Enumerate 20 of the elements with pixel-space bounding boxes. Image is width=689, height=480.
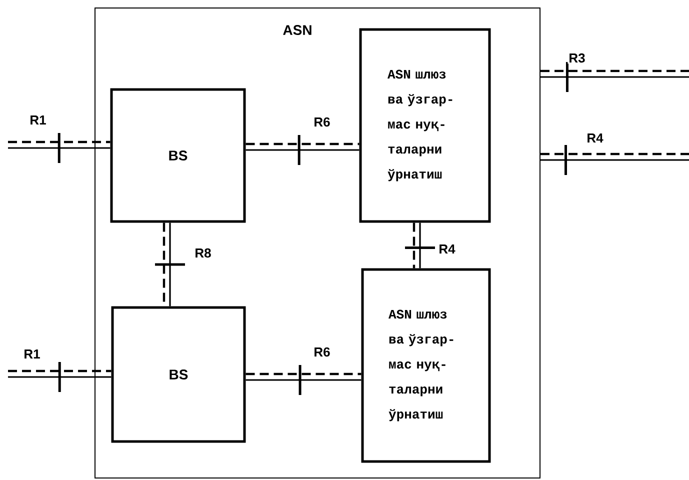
reference-line <box>8 133 110 163</box>
reference-line <box>246 365 362 395</box>
process-box: BS <box>111 306 246 443</box>
edge-label: R8 <box>194 247 212 259</box>
reference-line <box>540 62 689 92</box>
process-box: ASN шлюз ва ўзгар- мас нуқ- таларни ўрнатиш <box>361 268 491 463</box>
edge-label: R4 <box>586 132 604 144</box>
edge-label: R1 <box>22 348 42 360</box>
edge-label: R3 <box>568 52 586 64</box>
reference-line <box>405 222 435 268</box>
process-box: BS <box>110 88 246 223</box>
edge-label: R6 <box>312 116 332 128</box>
edge-label: R1 <box>28 114 48 126</box>
edge-label: R4 <box>438 244 456 254</box>
edge-label: R6 <box>312 346 332 358</box>
reference-line <box>246 135 360 165</box>
reference-line <box>8 362 112 392</box>
reference-line <box>540 145 689 175</box>
reference-line <box>155 222 185 306</box>
process-box: ASN шлюз ва ўзгар- мас нуқ- таларни ўрнатиш <box>359 28 491 223</box>
